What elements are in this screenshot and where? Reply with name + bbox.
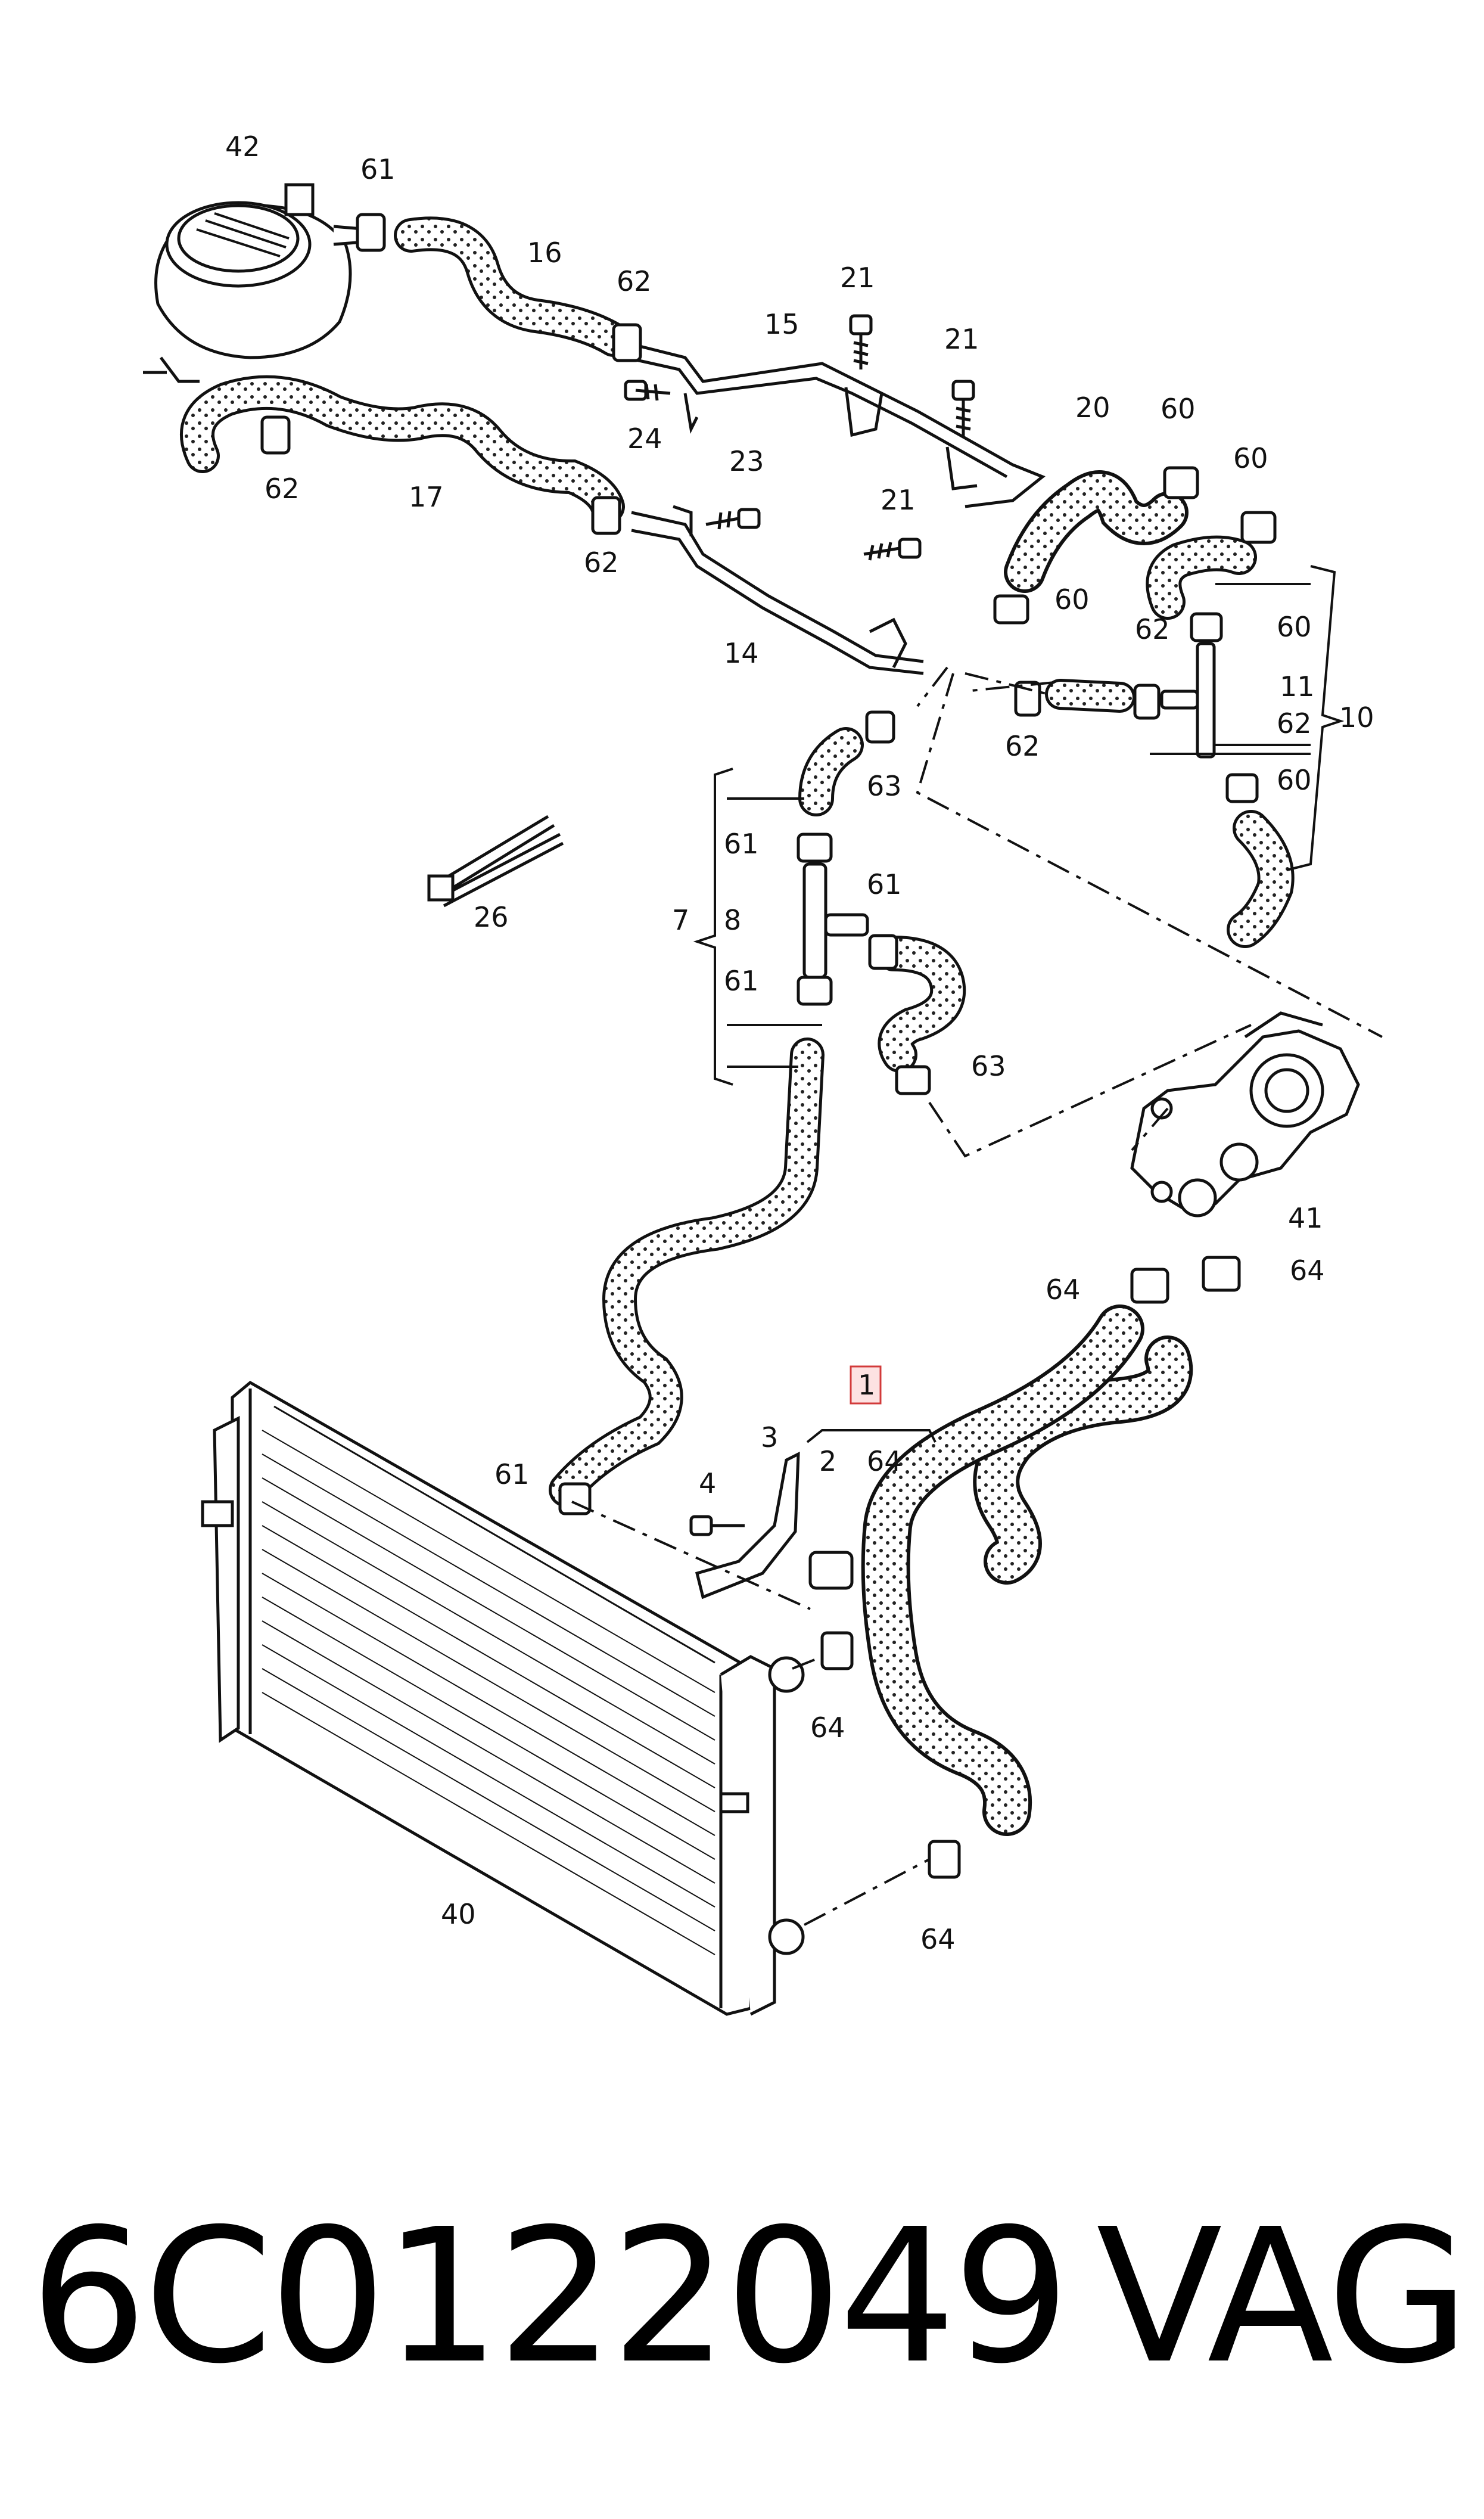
bolt-23 <box>705 508 761 530</box>
group-brackets <box>693 565 1345 1443</box>
bracket-3 <box>695 1451 800 1599</box>
label-20: 20 <box>1075 392 1110 424</box>
label-64: 64 <box>1046 1274 1081 1306</box>
hose-17 <box>180 375 625 524</box>
label-61: 61 <box>494 1458 530 1490</box>
highlight-box-part-1 <box>850 1365 882 1405</box>
hose-10-upper <box>1045 535 1257 713</box>
hose-16 <box>394 216 631 357</box>
hose-7-long <box>549 1038 825 1507</box>
label-21: 21 <box>881 484 916 516</box>
dashed-lines <box>571 666 1383 1926</box>
bolt-4 <box>689 1515 745 1536</box>
label-62: 62 <box>584 546 619 579</box>
label-11: 11 <box>1280 670 1315 703</box>
label-41: 41 <box>1288 1202 1323 1234</box>
label-62: 62 <box>1277 707 1312 740</box>
radiator-core-lines <box>262 1430 715 1955</box>
label-61: 61 <box>867 868 902 900</box>
label-26: 26 <box>474 901 509 933</box>
label-3: 3 <box>761 1421 778 1453</box>
label-62: 62 <box>1005 730 1040 762</box>
label-14: 14 <box>724 637 759 669</box>
pipe-15 <box>625 341 1046 508</box>
label-42: 42 <box>225 131 260 163</box>
label-60: 60 <box>1277 764 1312 796</box>
part-number: 6C0122049 <box>30 2189 1070 2405</box>
label-62: 62 <box>617 265 652 297</box>
label-1: 1 <box>858 1369 875 1401</box>
label-21: 21 <box>944 323 979 355</box>
label-60: 60 <box>1054 583 1090 616</box>
label-60: 60 <box>1161 393 1196 425</box>
hose-10-lower <box>1227 810 1295 948</box>
label-64: 64 <box>810 1712 845 1744</box>
label-61: 61 <box>724 828 759 860</box>
label-62: 62 <box>265 473 300 505</box>
thermostat-housing <box>1130 1011 1360 1217</box>
callout-labels: 42 61 16 62 21 15 21 24 20 60 60 62 17 2… <box>225 131 1374 1955</box>
cable-ties <box>427 815 564 908</box>
label-2: 2 <box>819 1445 836 1477</box>
label-40: 40 <box>441 1898 476 1930</box>
pipe-14 <box>631 505 924 675</box>
label-63: 63 <box>971 1050 1006 1082</box>
bolt-24 <box>624 380 671 401</box>
t-piece-8 <box>802 862 869 979</box>
label-23: 23 <box>729 445 764 477</box>
label-4: 4 <box>699 1467 716 1499</box>
label-21: 21 <box>840 262 875 294</box>
label-17: 17 <box>409 481 444 513</box>
hose-7-branch <box>876 936 966 1073</box>
label-61: 61 <box>724 965 759 997</box>
t-piece-11 <box>1160 642 1216 759</box>
hose-1-main <box>861 1304 1144 1836</box>
radiator <box>201 1380 805 2016</box>
label-8: 8 <box>724 904 741 936</box>
label-24: 24 <box>627 423 662 455</box>
hose-20 <box>1004 470 1189 593</box>
bolt-21a <box>849 314 873 369</box>
label-10: 10 <box>1339 701 1374 734</box>
label-61: 61 <box>360 153 396 185</box>
brand-name: VAG <box>1096 2189 1470 2405</box>
label-60: 60 <box>1233 442 1268 474</box>
label-64: 64 <box>867 1445 902 1477</box>
hose-7-upper <box>798 727 864 816</box>
label-64: 64 <box>920 1923 956 1955</box>
label-62: 62 <box>1135 613 1170 645</box>
label-15: 15 <box>764 308 799 340</box>
expansion-tank <box>143 183 375 383</box>
bolt-21b <box>951 380 975 438</box>
label-16: 16 <box>527 237 562 269</box>
label-64: 64 <box>1290 1254 1325 1287</box>
bolt-21c <box>863 538 922 561</box>
label-60: 60 <box>1277 611 1312 643</box>
hose-clamps <box>260 213 1277 1879</box>
label-7: 7 <box>672 904 689 936</box>
label-63: 63 <box>867 770 902 802</box>
